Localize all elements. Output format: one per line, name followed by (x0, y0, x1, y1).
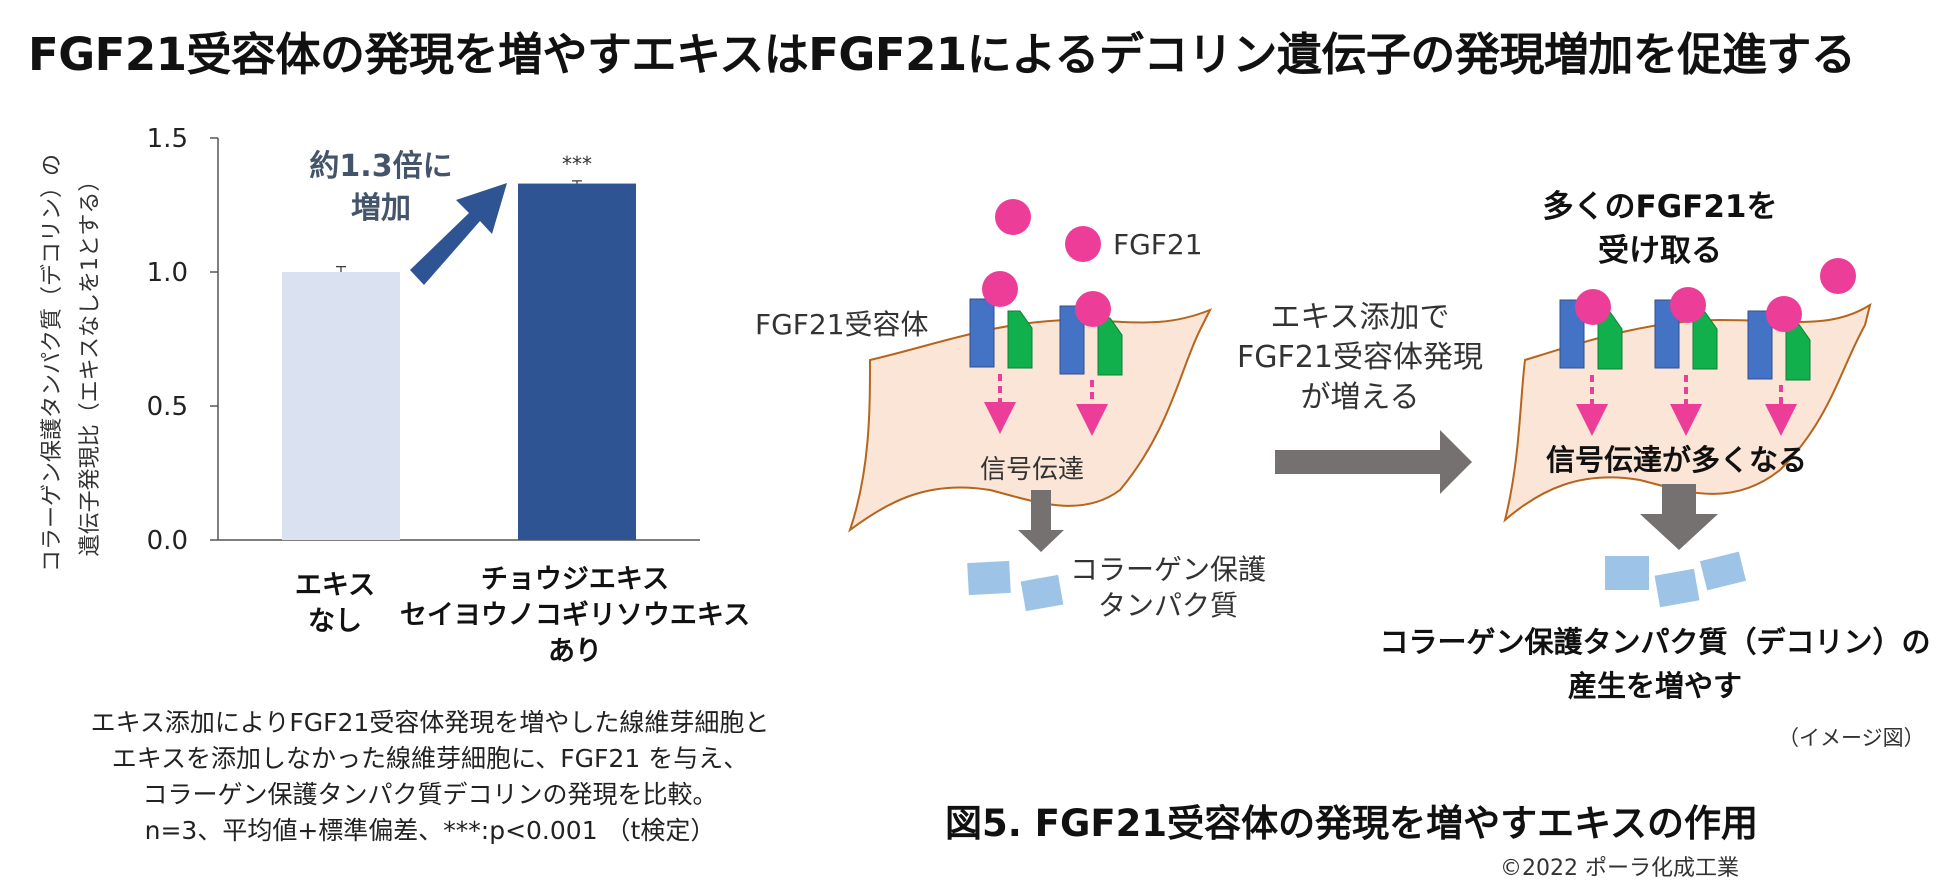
middle-label-line-2: FGF21受容体発現 (1237, 340, 1483, 375)
increase-annotation-line-2: 増加 (351, 191, 411, 226)
left-receptor-1-green (1007, 310, 1033, 369)
right-signal-label: 信号伝達が多くなる (1546, 443, 1808, 477)
right-ligand-free-1 (1820, 258, 1856, 294)
bar-2 (518, 183, 636, 540)
receptor-label: FGF21受容体 (755, 308, 929, 341)
right-ligand-bound-3 (1766, 296, 1802, 332)
y-tick-label: 0.0 (147, 526, 188, 556)
right-ligand-bound-1 (1575, 289, 1611, 325)
x-category-1-line-1: エキス (294, 570, 376, 601)
middle-label: エキス添加で FGF21受容体発現 が増える (1215, 298, 1505, 418)
right-result-label-line-2: 産生を増やす (1567, 669, 1742, 703)
left-product-label-line-2: タンパク質 (1098, 589, 1239, 622)
right-ligand-bound-2 (1670, 287, 1706, 323)
caption-line-2: エキスを添加しなかった線維芽細胞に、FGF21 を与え、 (111, 744, 749, 773)
chart-caption: エキス添加によりFGF21受容体発現を増やした線維芽細胞と エキスを添加しなかっ… (30, 705, 830, 849)
left-ligand-bound-1 (982, 271, 1018, 307)
left-ligand-bound-2 (1075, 291, 1111, 327)
right-product-1 (1605, 556, 1649, 590)
right-product-3 (1699, 551, 1747, 591)
x-category-1: エキス なし (240, 568, 430, 640)
increase-arrow (410, 183, 507, 285)
middle-label-line-1: エキス添加で (1270, 300, 1450, 335)
right-top-label-line-1: 多くのFGF21を (1542, 189, 1778, 225)
y-tick-label: 0.5 (147, 392, 188, 422)
y-tick-label: 1.5 (147, 124, 188, 154)
right-result-label: コラーゲン保護タンパク質（デコリン）の 産生を増やす (1375, 620, 1935, 708)
left-output-arrow (1018, 490, 1064, 552)
middle-label-line-3: が増える (1300, 380, 1420, 415)
right-top-label-line-2: 受け取る (1598, 233, 1722, 269)
right-top-label: 多くのFGF21を 受け取る (1530, 185, 1790, 273)
left-product-2 (1020, 574, 1064, 612)
page-title: FGF21受容体の発現を増やすエキスはFGF21によるデコリン遺伝子の発現増加を… (28, 28, 1856, 81)
right-result-label-line-1: コラーゲン保護タンパク質（デコリン）の (1379, 625, 1931, 659)
caption-line-4: n=3、平均値+標準偏差、***:p<0.001 （t検定） (144, 816, 716, 845)
right-output-arrow (1640, 484, 1718, 550)
copyright: ©2022 ポーラ化成工業 (1500, 856, 1739, 881)
middle-arrow (1275, 430, 1472, 494)
x-category-2-line-2: セイヨウノコギリソウエキス (399, 600, 751, 631)
x-category-1-line-2: なし (308, 606, 362, 637)
left-ligand-free-2 (1065, 226, 1101, 262)
y-tick-label: 1.0 (147, 258, 188, 288)
right-product-2 (1654, 568, 1700, 608)
increase-annotation-line-1: 約1.3倍に (309, 149, 452, 184)
caption-line-1: エキス添加によりFGF21受容体発現を増やした線維芽細胞と (90, 708, 770, 737)
right-receptor-3-blue (1747, 310, 1773, 380)
ligand-label: FGF21 (1113, 228, 1203, 261)
left-signal-label: 信号伝達 (980, 455, 1085, 485)
caption-line-3: コラーゲン保護タンパク質デコリンの発現を比較。 (142, 780, 718, 809)
figure-caption: 図5. FGF21受容体の発現を増やすエキスの作用 (945, 802, 1758, 845)
significance-marker: *** (562, 152, 592, 176)
x-category-2-line-1: チョウジエキス (480, 564, 670, 595)
bar-1 (282, 272, 400, 540)
left-ligand-free-1 (995, 199, 1031, 235)
left-product-label: コラーゲン保護 タンパク質 (1070, 552, 1266, 624)
x-category-2-line-3: あり (548, 636, 602, 667)
left-receptor-1-blue (969, 298, 995, 368)
left-product-1 (967, 560, 1011, 596)
left-product-label-line-1: コラーゲン保護 (1070, 553, 1267, 586)
image-note: （イメージ図） (1778, 726, 1925, 750)
x-category-2: チョウジエキス セイヨウノコギリソウエキス あり (385, 562, 765, 670)
